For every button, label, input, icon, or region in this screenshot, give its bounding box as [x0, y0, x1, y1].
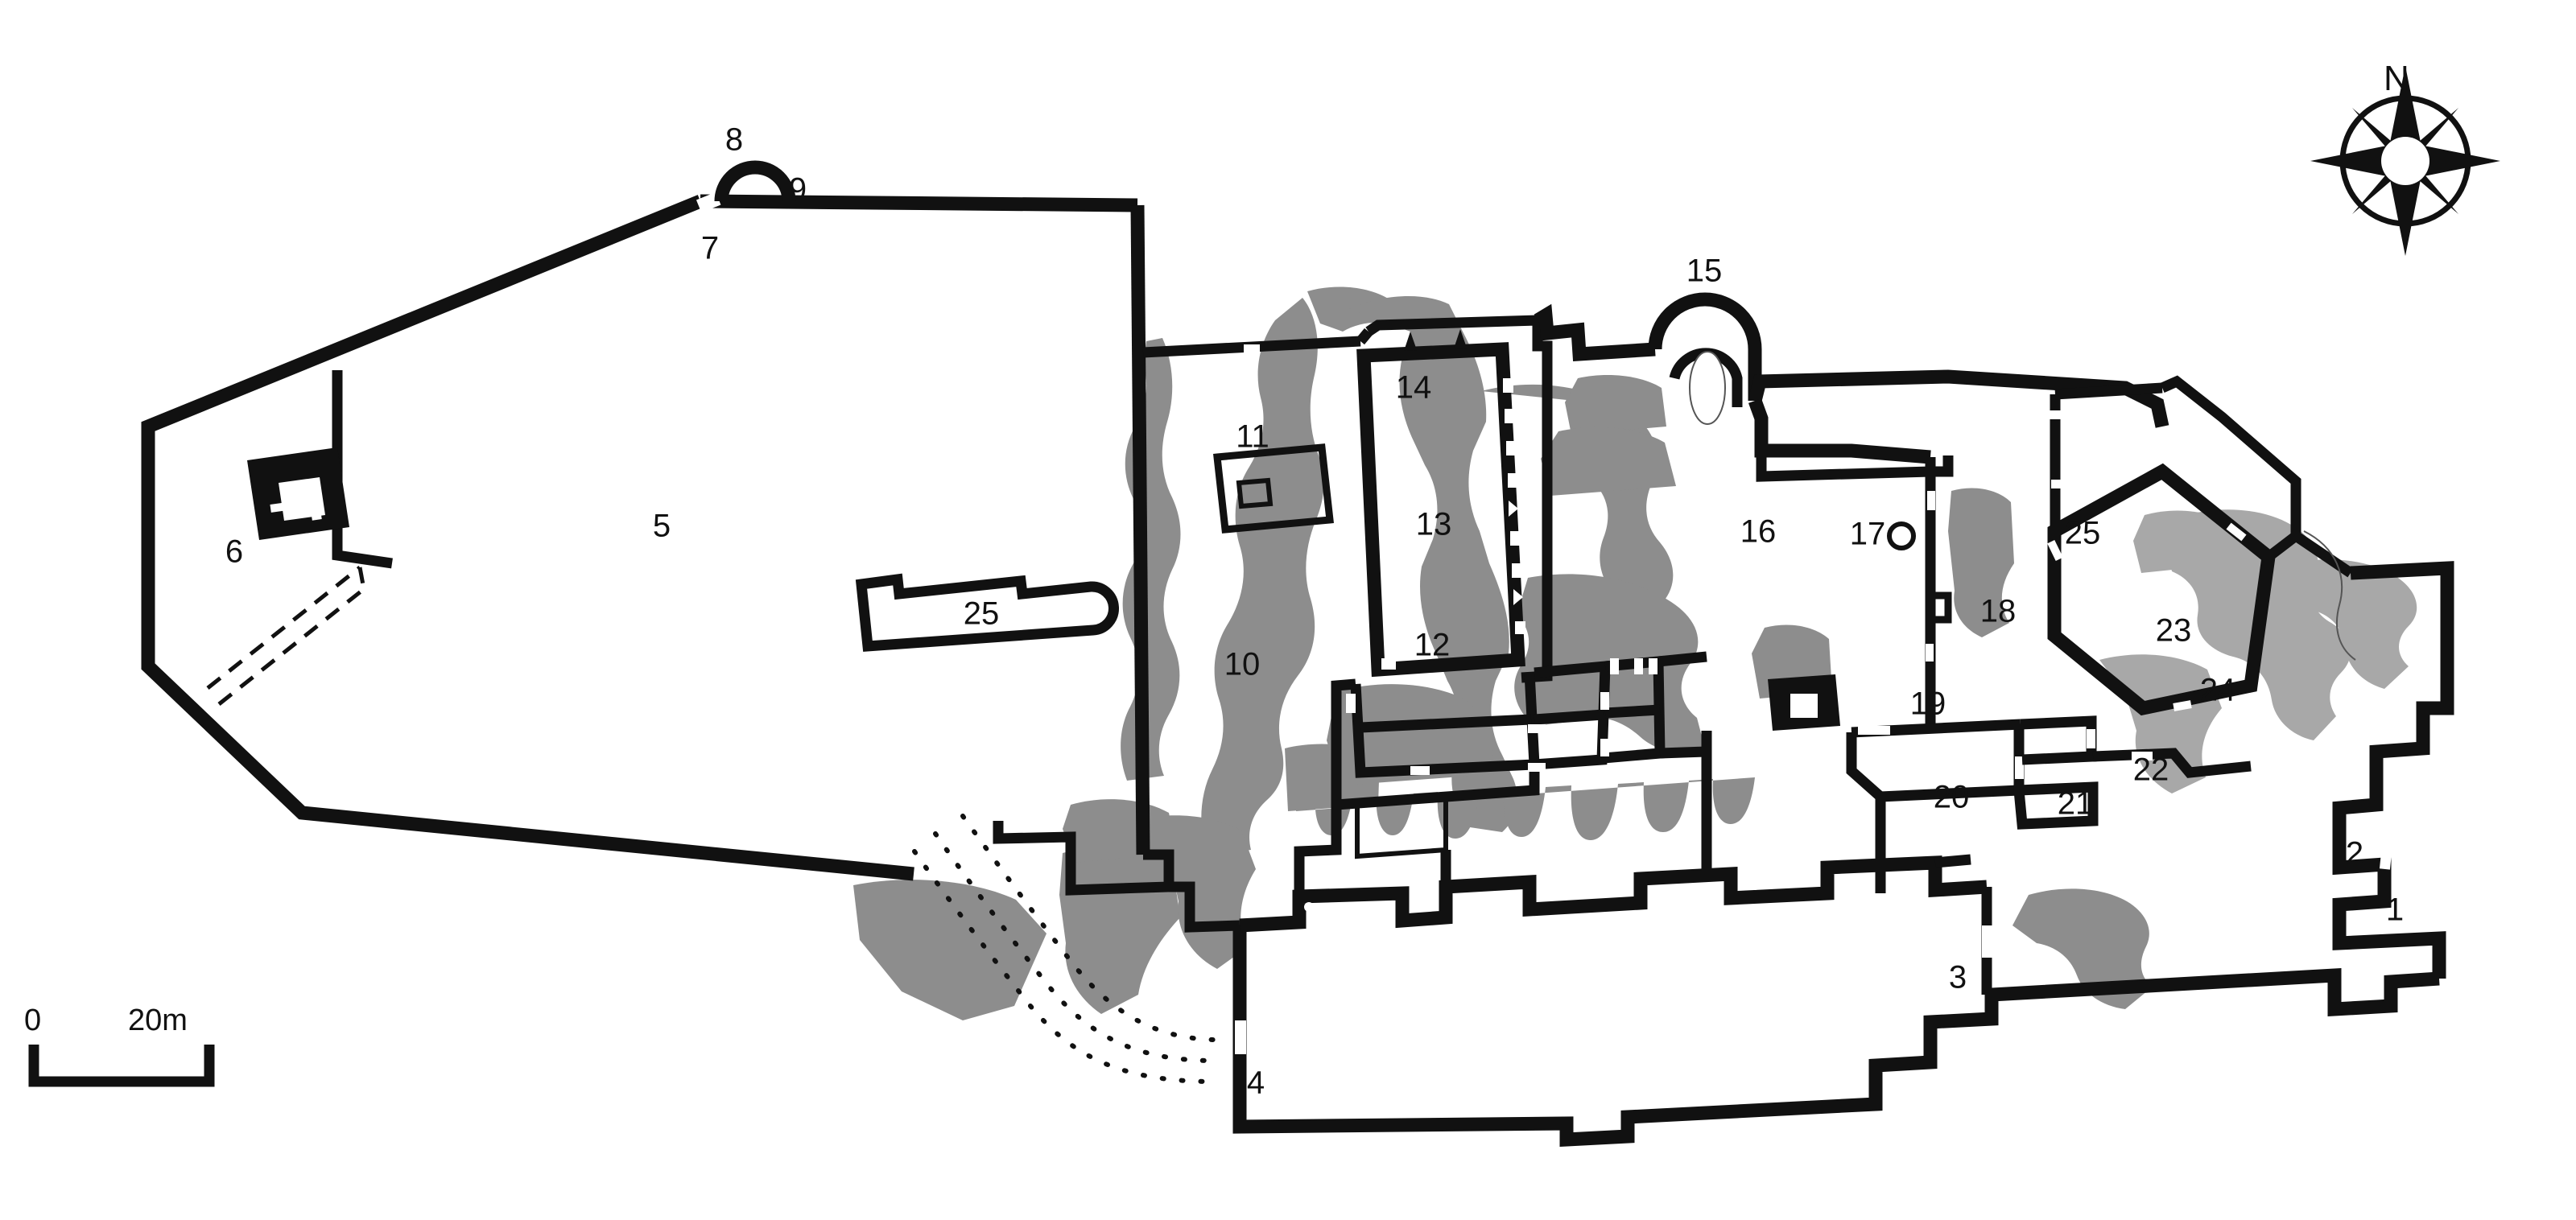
- chamber-21: [2013, 781, 2099, 830]
- chapel-25-west: [855, 573, 1119, 652]
- plan-label-20: 20: [1934, 780, 1970, 815]
- tower-6: [247, 447, 349, 540]
- room-small-west: [1355, 798, 1448, 859]
- gate-gap-4: [1235, 1020, 1246, 1054]
- plan-label-22: 22: [2133, 752, 2169, 788]
- chamber-19: [1768, 674, 1840, 731]
- plan-label-15: 15: [1686, 253, 1723, 289]
- plan-label-6: 6: [225, 534, 243, 570]
- door-gap-19: [1926, 644, 1934, 662]
- room-block-south: [1331, 651, 1712, 810]
- dashed-ramp-west: [206, 566, 366, 706]
- south-link-walls: [1294, 752, 1886, 896]
- gate-gap-2: [2379, 836, 2394, 870]
- plan-number-labels: 1 2 3 4 5 6 7 8 9 10 11 12 13 14 15 16 1…: [225, 122, 2404, 1101]
- plan-label-9: 9: [789, 172, 807, 208]
- building-11: [1213, 443, 1334, 534]
- plan-label-8: 8: [725, 122, 743, 158]
- scale-bar-icon: [28, 1045, 215, 1087]
- plan-label-17: 17: [1850, 517, 1886, 552]
- west-bailey-walls: [141, 194, 1150, 881]
- plan-label-24: 24: [2200, 673, 2236, 708]
- plan-label-1: 1: [2386, 892, 2404, 928]
- north-curtain: [1534, 303, 1656, 362]
- plan-label-13: 13: [1416, 507, 1452, 542]
- tower-23: [2047, 463, 2277, 716]
- door-gap-north-10: [1244, 344, 1260, 355]
- plan-label-25: 25: [2065, 516, 2101, 551]
- plan-label-3: 3: [1949, 960, 1967, 995]
- well-circle-icon: [1887, 521, 1916, 550]
- plan-label-16: 16: [1740, 514, 1777, 550]
- chamber-21-upper: [2020, 715, 2097, 765]
- scale-start-label: 0: [24, 1004, 41, 1037]
- plan-label-23: 23: [2156, 613, 2192, 649]
- north-arrow-icon: N: [2384, 59, 2409, 98]
- compass-rose-icon: [2310, 66, 2500, 256]
- south-outer-wall: [1232, 854, 2440, 1147]
- plan-label-2: 2: [2346, 836, 2363, 872]
- east-outer-enceinte: [2332, 561, 2454, 979]
- tower-8: [714, 160, 796, 202]
- approach-path-icon: [912, 814, 1216, 1084]
- passage-18: [1935, 591, 1952, 624]
- plan-label-12: 12: [1414, 628, 1451, 663]
- great-hall-13: [1356, 329, 1525, 678]
- east-outer-wall: [2160, 375, 2354, 578]
- plan-label-18: 18: [1980, 594, 2017, 629]
- rock-outcrops: [853, 286, 2417, 1020]
- door-gap-18: [1927, 491, 1935, 510]
- plan-label-7: 7: [701, 231, 719, 266]
- plan-label-19: 19: [1910, 686, 1946, 722]
- plan-label-21: 21: [2058, 786, 2094, 822]
- plan-label-14: 14: [1396, 370, 1432, 406]
- gate-gap-3: [1982, 925, 1992, 958]
- curtain-25: [2050, 382, 2163, 531]
- scale-end-label: 20m: [128, 1004, 188, 1037]
- plan-label-25b: 25: [964, 596, 1000, 632]
- tower-15: [1648, 292, 1762, 425]
- plan-label-4: 4: [1247, 1065, 1265, 1101]
- plan-label-5: 5: [653, 509, 671, 544]
- plan-label-10: 10: [1224, 647, 1261, 682]
- plan-label-11: 11: [1236, 419, 1269, 455]
